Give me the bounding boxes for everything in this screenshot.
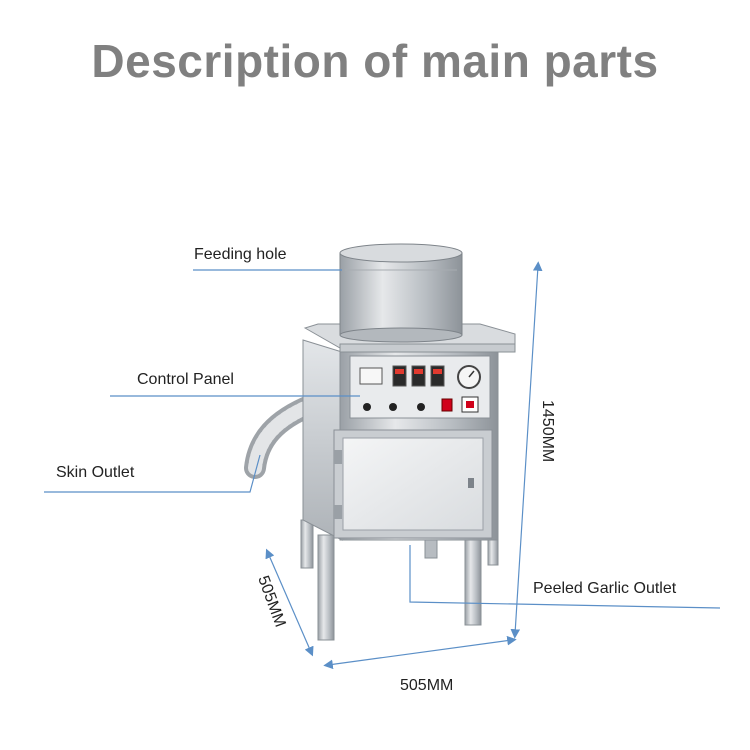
feeding-hopper [339,243,463,343]
height-dimension-label: 1450MM [539,400,556,462]
knob-3 [417,403,425,411]
cabinet-door [333,429,493,539]
width-dimension-label: 505MM [400,677,453,694]
leader-lines [44,269,721,609]
peeled-garlic-outlet-label: Peeled Garlic Outlet [533,580,677,597]
control-panel-label: Control Panel [137,371,234,388]
height-dimension-line [510,261,543,639]
control-panel [349,355,491,419]
skin-outlet-label: Skin Outlet [56,464,135,481]
dimension-lines [265,261,543,670]
width-dimension-line [323,635,517,670]
page-title: Description of main parts [91,35,659,87]
feeding-hole-label: Feeding hole [194,246,287,263]
knob-2 [389,403,397,411]
knob-1 [363,403,371,411]
depth-dimension-label: 505MM [254,574,288,630]
power-button [441,398,453,412]
depth-dimension-line [265,548,314,657]
skin-outlet-hose [244,394,323,479]
